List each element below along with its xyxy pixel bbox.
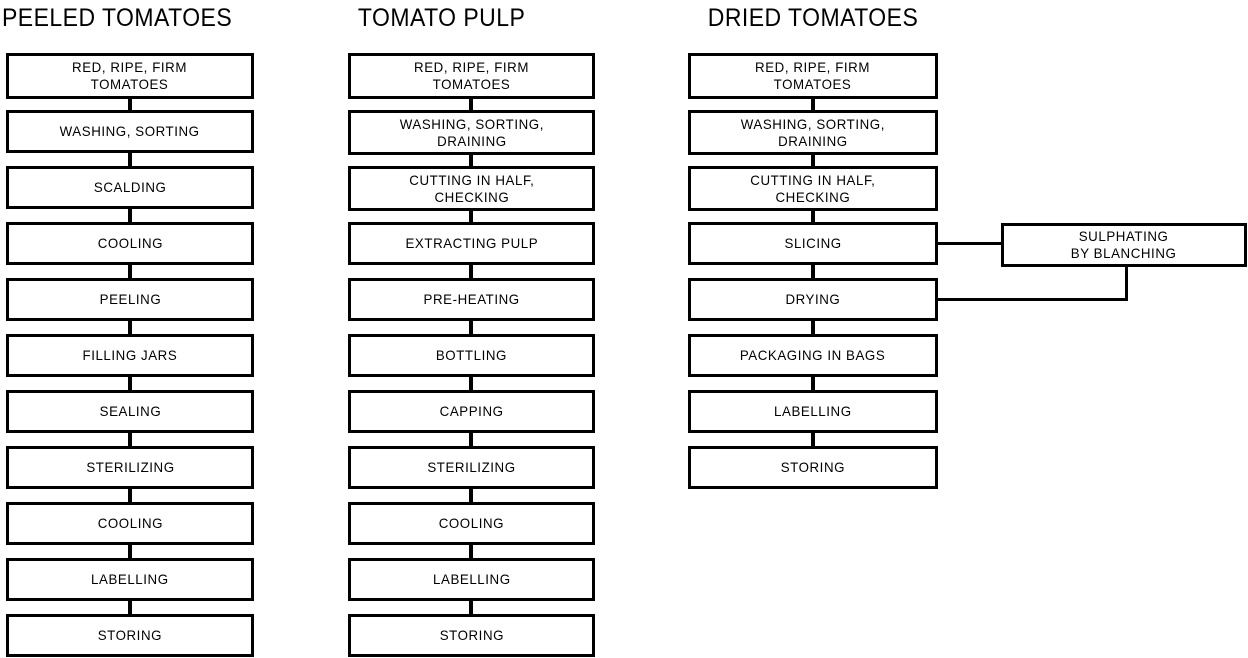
connector-pulp-7-8 bbox=[469, 433, 473, 446]
connector-pulp-2-3 bbox=[469, 155, 473, 166]
flow-node-label: LABELLING bbox=[91, 571, 169, 587]
flow-node-peeled-6[interactable]: FILLING JARS bbox=[6, 334, 254, 377]
flow-node-dried-7[interactable]: LABELLING bbox=[688, 390, 938, 433]
flow-node-label: CUTTING IN HALF, CHECKING bbox=[408, 171, 535, 205]
flow-node-peeled-5[interactable]: PEELING bbox=[6, 278, 254, 321]
flow-node-label: STERILIZING bbox=[427, 459, 516, 475]
flow-node-peeled-10[interactable]: LABELLING bbox=[6, 558, 254, 601]
connector-sulphating-to-drying bbox=[936, 298, 1128, 301]
flow-node-label: CUTTING IN HALF, CHECKING bbox=[750, 171, 876, 205]
flow-node-label: WASHING, SORTING bbox=[60, 123, 200, 139]
flow-node-pulp-3[interactable]: CUTTING IN HALF, CHECKING bbox=[348, 166, 595, 211]
flow-node-label: EXTRACTING PULP bbox=[405, 235, 538, 251]
flow-node-label: STORING bbox=[439, 627, 504, 643]
connector-peeled-7-8 bbox=[128, 433, 132, 446]
flow-node-pulp-9[interactable]: COOLING bbox=[348, 502, 595, 545]
flow-node-label: SCALDING bbox=[93, 179, 167, 195]
connector-dried-2-3 bbox=[811, 155, 815, 166]
flow-node-dried-8[interactable]: STORING bbox=[688, 446, 938, 489]
flow-node-label: LABELLING bbox=[432, 571, 511, 587]
connector-sulphating-drop bbox=[1125, 267, 1128, 301]
connector-pulp-9-10 bbox=[469, 545, 473, 558]
flow-node-label: PACKAGING IN BAGS bbox=[740, 347, 886, 363]
flow-node-dried-2[interactable]: WASHING, SORTING, DRAINING bbox=[688, 110, 938, 155]
flow-node-pulp-4[interactable]: EXTRACTING PULP bbox=[348, 222, 595, 265]
flow-node-pulp-2[interactable]: WASHING, SORTING, DRAINING bbox=[348, 110, 595, 155]
flow-node-label: LABELLING bbox=[774, 403, 852, 419]
connector-dried-1-2 bbox=[811, 99, 815, 110]
flow-node-peeled-11[interactable]: STORING bbox=[6, 614, 254, 657]
flow-node-label: RED, RIPE, FIRM TOMATOES bbox=[72, 59, 188, 92]
flow-node-pulp-1[interactable]: RED, RIPE, FIRM TOMATOES bbox=[348, 53, 595, 99]
connector-pulp-1-2 bbox=[469, 99, 473, 110]
flow-node-pulp-10[interactable]: LABELLING bbox=[348, 558, 595, 601]
connector-peeled-4-5 bbox=[128, 265, 132, 278]
flow-node-label: SULPHATING BY BLANCHING bbox=[1071, 228, 1177, 261]
flow-node-label: FILLING JARS bbox=[82, 347, 178, 363]
flow-node-dried-5[interactable]: DRYING bbox=[688, 278, 938, 321]
flow-node-label: SEALING bbox=[99, 403, 161, 419]
flow-node-label: WASHING, SORTING, DRAINING bbox=[399, 115, 544, 149]
flow-node-label: COOLING bbox=[438, 515, 505, 531]
connector-dried-4-5 bbox=[811, 265, 815, 278]
connector-dried-7-8 bbox=[811, 433, 815, 446]
flow-node-sulphating[interactable]: SULPHATING BY BLANCHING bbox=[1001, 223, 1247, 267]
flow-node-label: WASHING, SORTING, DRAINING bbox=[740, 115, 886, 149]
connector-dried-5-6 bbox=[811, 321, 815, 334]
flow-node-peeled-2[interactable]: WASHING, SORTING bbox=[6, 110, 254, 153]
flow-node-dried-6[interactable]: PACKAGING IN BAGS bbox=[688, 334, 938, 377]
connector-dried-6-7 bbox=[811, 377, 815, 390]
column-title-dried-tomatoes: DRIED TOMATOES bbox=[707, 4, 919, 32]
connector-pulp-8-9 bbox=[469, 489, 473, 502]
flow-node-label: STORING bbox=[780, 459, 846, 475]
connector-peeled-3-4 bbox=[128, 209, 132, 222]
column-title-peeled-tomatoes: PEELED TOMATOES bbox=[2, 4, 233, 32]
connector-pulp-5-6 bbox=[469, 321, 473, 334]
connector-slicing-to-sulphating bbox=[936, 242, 1003, 245]
flow-node-label: CAPPING bbox=[439, 403, 504, 419]
flow-node-peeled-7[interactable]: SEALING bbox=[6, 390, 254, 433]
column-title-tomato-pulp: TOMATO PULP bbox=[357, 4, 526, 32]
connector-peeled-9-10 bbox=[128, 545, 132, 558]
flow-node-dried-3[interactable]: CUTTING IN HALF, CHECKING bbox=[688, 166, 938, 211]
flow-node-label: PRE-HEATING bbox=[423, 291, 520, 307]
flow-node-peeled-8[interactable]: STERILIZING bbox=[6, 446, 254, 489]
flow-node-label: STERILIZING bbox=[85, 459, 175, 475]
connector-dried-3-4 bbox=[811, 211, 815, 222]
flow-node-label: SLICING bbox=[784, 235, 842, 251]
flow-node-dried-1[interactable]: RED, RIPE, FIRM TOMATOES bbox=[688, 53, 938, 99]
connector-peeled-10-11 bbox=[128, 601, 132, 614]
flow-node-label: PEELING bbox=[99, 291, 161, 307]
connector-pulp-6-7 bbox=[469, 377, 473, 390]
flow-node-label: COOLING bbox=[97, 235, 163, 251]
connector-peeled-6-7 bbox=[128, 377, 132, 390]
flow-node-pulp-5[interactable]: PRE-HEATING bbox=[348, 278, 595, 321]
connector-peeled-8-9 bbox=[128, 489, 132, 502]
connector-peeled-5-6 bbox=[128, 321, 132, 334]
flow-node-peeled-3[interactable]: SCALDING bbox=[6, 166, 254, 209]
flow-node-label: BOTTLING bbox=[435, 347, 508, 363]
flow-node-label: RED, RIPE, FIRM TOMATOES bbox=[755, 59, 871, 92]
connector-pulp-4-5 bbox=[469, 265, 473, 278]
flow-node-label: COOLING bbox=[97, 515, 163, 531]
flow-node-peeled-9[interactable]: COOLING bbox=[6, 502, 254, 545]
flow-node-pulp-7[interactable]: CAPPING bbox=[348, 390, 595, 433]
flow-node-label: STORING bbox=[97, 627, 163, 643]
flow-node-pulp-8[interactable]: STERILIZING bbox=[348, 446, 595, 489]
flow-node-dried-4[interactable]: SLICING bbox=[688, 222, 938, 265]
flow-node-peeled-4[interactable]: COOLING bbox=[6, 222, 254, 265]
flow-node-label: RED, RIPE, FIRM TOMATOES bbox=[414, 59, 529, 92]
flow-node-pulp-11[interactable]: STORING bbox=[348, 614, 595, 657]
flow-node-label: DRYING bbox=[785, 291, 841, 307]
connector-peeled-1-2 bbox=[128, 99, 132, 110]
connector-pulp-10-11 bbox=[469, 601, 473, 614]
flow-node-peeled-1[interactable]: RED, RIPE, FIRM TOMATOES bbox=[6, 53, 254, 99]
connector-pulp-3-4 bbox=[469, 211, 473, 222]
flow-node-pulp-6[interactable]: BOTTLING bbox=[348, 334, 595, 377]
connector-peeled-2-3 bbox=[128, 153, 132, 166]
